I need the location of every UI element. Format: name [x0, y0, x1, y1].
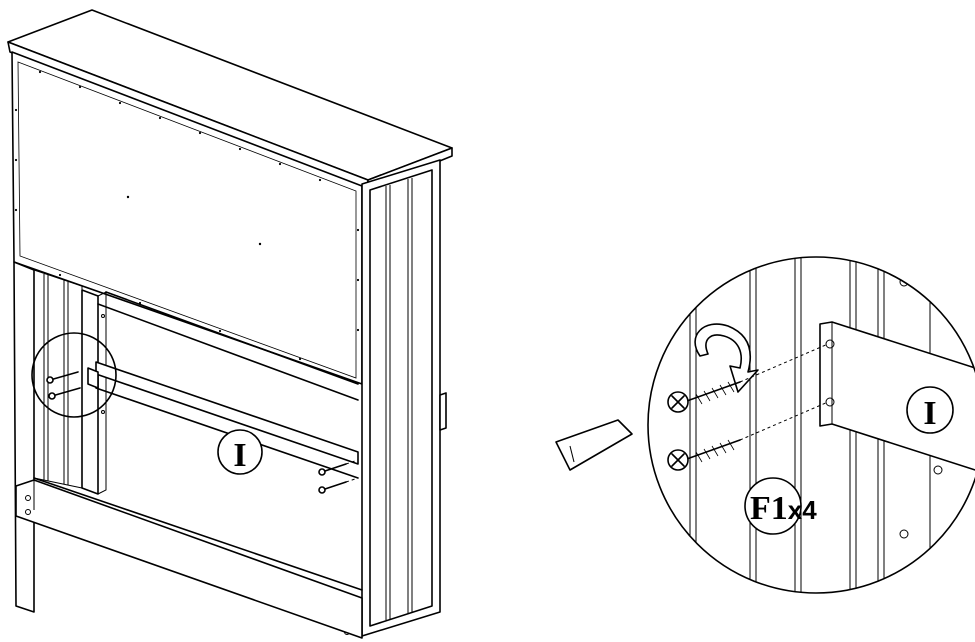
- part-label-text: I: [923, 395, 936, 432]
- panel-nails: [14, 70, 360, 361]
- screw-icon: [318, 463, 347, 476]
- rotate-arrow-icon: [694, 323, 759, 393]
- left-side-panel: [13, 261, 83, 613]
- rail-screws: [318, 459, 359, 494]
- detail-callout-circle: [31, 332, 117, 418]
- screwdriver-icon: [555, 419, 633, 471]
- cabinet-main-view: I: [7, 9, 453, 639]
- part-label-text: I: [233, 437, 246, 474]
- screw-icon: [667, 381, 741, 413]
- screw-icon: [46, 371, 81, 400]
- hardware-callout-text: F1x4: [750, 490, 817, 527]
- hardware-callout: F1x4: [744, 477, 817, 535]
- part-label-i-detail: I: [906, 386, 954, 434]
- screw-quantity: x4: [788, 495, 817, 525]
- screw-icon: [318, 481, 347, 494]
- part-label-i-main: I: [217, 429, 263, 475]
- detail-view: I F1x4: [647, 256, 975, 594]
- detail-screws: [667, 343, 829, 471]
- screw-icon: [667, 439, 741, 471]
- right-side-panel: [344, 159, 447, 637]
- screw-code: F1: [750, 490, 788, 527]
- top-rail: [97, 291, 359, 401]
- back-panel: [11, 51, 363, 385]
- center-divider: [81, 289, 107, 495]
- base-rail: [15, 477, 363, 639]
